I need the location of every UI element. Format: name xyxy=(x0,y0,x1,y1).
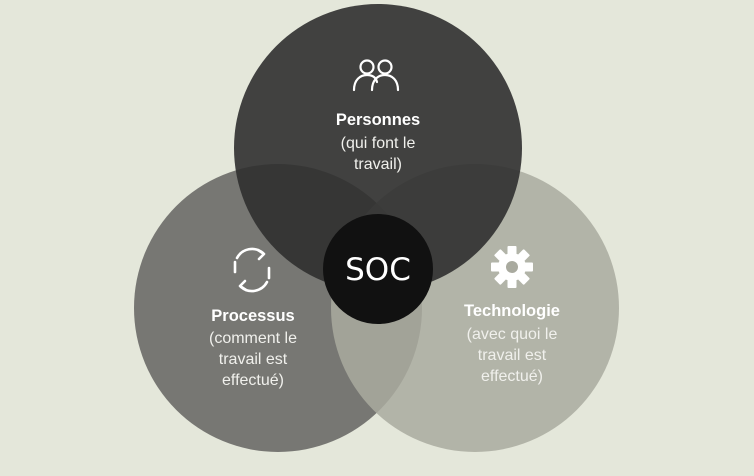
people-description-line-2: travail) xyxy=(354,156,402,173)
process-description-line-1: (comment le xyxy=(209,330,297,347)
process-title: Processus xyxy=(211,307,294,325)
gear-icon xyxy=(491,246,533,288)
center-label: SOC xyxy=(345,252,411,288)
people-icon xyxy=(352,59,400,92)
technology-description-line-3: effectué) xyxy=(481,368,543,385)
people-title: Personnes xyxy=(336,111,420,129)
circle-people xyxy=(234,4,522,292)
technology-description-line-2: travail est xyxy=(478,347,547,364)
process-description-line-2: travail est xyxy=(219,351,288,368)
refresh-arrows-icon xyxy=(233,247,271,293)
process-description-line-3: effectué) xyxy=(222,372,284,389)
technology-title: Technologie xyxy=(464,302,560,320)
technology-description-line-1: (avec quoi le xyxy=(467,326,558,343)
center-circle xyxy=(323,214,433,324)
people-description-line-1: (qui font le xyxy=(341,135,416,152)
